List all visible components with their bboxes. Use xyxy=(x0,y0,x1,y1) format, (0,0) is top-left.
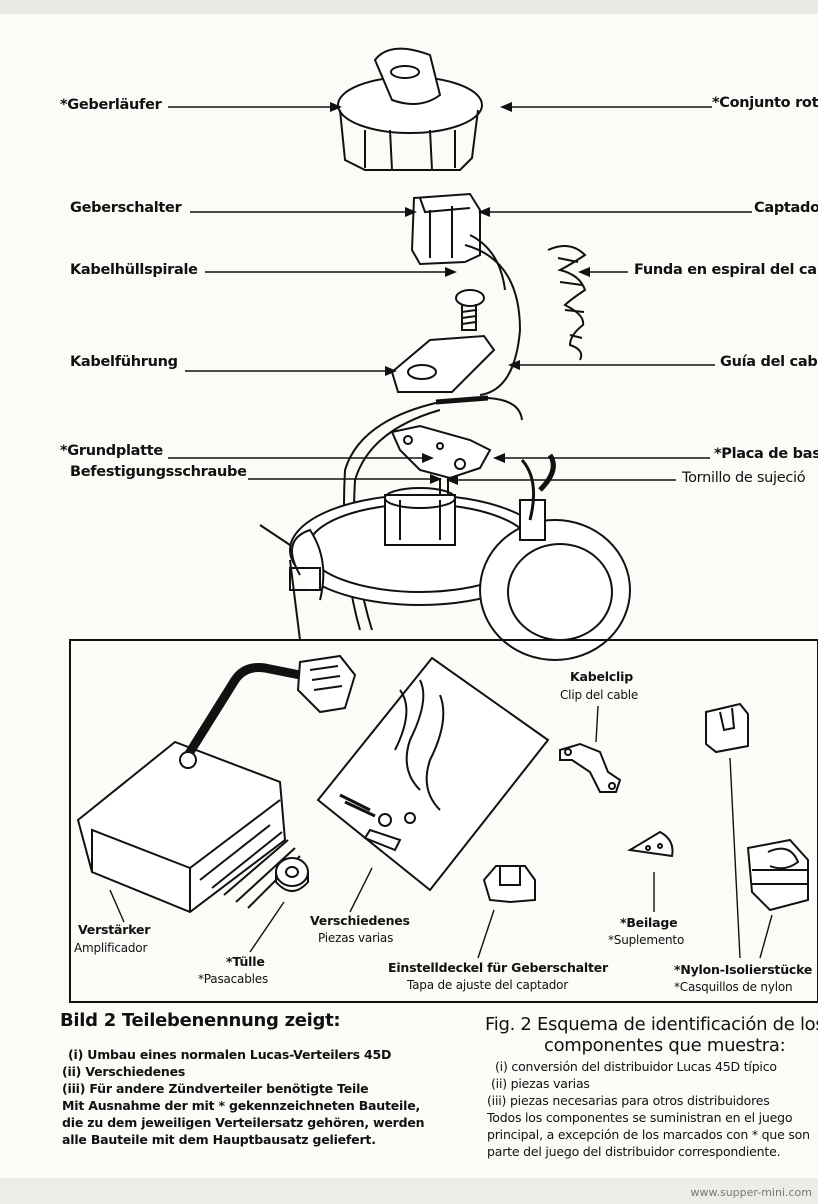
caption-de-line: (iii) Für andere Zündverteiler benötigte… xyxy=(62,1081,369,1096)
label-nylon-es: *Casquillos de nylon xyxy=(674,980,793,994)
caption-es-line: (ii) piezas varias xyxy=(491,1076,590,1091)
label-amplifier-de: Verstärker xyxy=(78,922,151,937)
caption-de-title: Bild 2 Teilebenennung zeigt: xyxy=(60,1010,341,1031)
label-baseplate-es: *Placa de bas xyxy=(714,446,818,462)
label-pickup-de: Geberschalter xyxy=(70,200,182,216)
label-spiral-es: Funda en espiral del cabl xyxy=(634,262,818,278)
watermark: www.supper-mini.com xyxy=(690,1186,813,1199)
scan-top-edge xyxy=(0,0,818,14)
label-grommet-de: *Tülle xyxy=(226,954,265,969)
shim-illustration xyxy=(627,830,674,858)
label-amplifier-es: Amplificador xyxy=(74,941,148,955)
amplifier-illustration xyxy=(76,654,357,914)
label-cover-es: Tapa de ajuste del captador xyxy=(407,978,569,992)
rotor-illustration xyxy=(337,47,483,171)
label-rotor-es: *Conjunto roto xyxy=(712,95,818,111)
label-spiral-de: Kabelhüllspirale xyxy=(70,262,198,278)
pickup-illustration xyxy=(410,192,522,396)
nylon-insulators-illustration xyxy=(705,702,809,912)
caption-de-line: (i) Umbau eines normalen Lucas-Verteiler… xyxy=(68,1047,392,1062)
caption-es-body: (i) conversión del distribuidor Lucas 45… xyxy=(487,1058,810,1160)
label-misc-es: Piezas varias xyxy=(318,931,394,945)
label-screw-de: Befestigungsschraube xyxy=(70,464,247,480)
label-shim-de: *Beilage xyxy=(620,915,678,930)
label-clip-es: Clip del cable xyxy=(560,688,639,702)
label-shim-es: *Suplemento xyxy=(608,933,685,947)
caption-de-body: (i) Umbau eines normalen Lucas-Verteiler… xyxy=(62,1046,425,1148)
caption-es-title-1: Fig. 2 Esquema de identificación de los xyxy=(485,1014,818,1035)
leader-arrowheads xyxy=(330,102,590,485)
caption-es-line: principal, a excepción de los marcados c… xyxy=(487,1127,810,1142)
caption-de-line: (ii) Verschiedenes xyxy=(62,1064,186,1079)
vacuum-unit-illustration xyxy=(479,453,631,661)
label-misc-de: Verschiedenes xyxy=(310,913,410,928)
caption-es-title-2: componentes que muestra: xyxy=(544,1035,786,1056)
label-grommet-es: *Pasacables xyxy=(198,972,268,986)
label-cover-de: Einstelldeckel für Geberschalter xyxy=(388,960,608,975)
label-guide-es: Guía del cabl xyxy=(720,354,818,370)
label-baseplate-de: *Grundplatte xyxy=(60,443,163,459)
screw-illustration xyxy=(455,289,485,331)
label-pickup-es: Captado xyxy=(754,200,818,216)
scan-bottom-edge xyxy=(0,1178,818,1204)
cable-clip-illustration xyxy=(559,742,622,793)
caption-es-line: (i) conversión del distribuidor Lucas 45… xyxy=(495,1059,777,1074)
grommet-illustration xyxy=(275,857,309,892)
baseplate-illustration xyxy=(390,424,492,480)
caption-es-line: parte del juego del distribuidor corresp… xyxy=(487,1144,781,1159)
parts-box xyxy=(69,639,818,1003)
caption-es-line: (iii) piezas necesarias para otros distr… xyxy=(487,1093,770,1108)
caption-es-line: Todos los componentes se suministran en … xyxy=(487,1110,793,1125)
misc-bag-illustration xyxy=(316,656,550,892)
caption-de-line: Mit Ausnahme der mit * gekennzeichneten … xyxy=(62,1098,421,1113)
label-clip-de: Kabelclip xyxy=(570,669,633,684)
label-nylon-de: *Nylon-Isolierstücke xyxy=(674,962,813,977)
label-guide-de: Kabelführung xyxy=(70,354,178,370)
leader-lines xyxy=(168,106,752,481)
parts-leader-lines xyxy=(109,705,773,959)
spiral-illustration xyxy=(547,245,587,361)
caption-de-line: die zu dem jeweiligen Verteilersatz gehö… xyxy=(62,1115,425,1130)
label-rotor-de: *Geberläufer xyxy=(60,97,162,113)
cable-guide-illustration xyxy=(390,334,496,393)
caption-de-line: alle Bauteile mit dem Hauptbausatz gelie… xyxy=(62,1132,376,1147)
label-screw-es: Tornillo de sujeció xyxy=(682,470,806,486)
adjust-cover-illustration xyxy=(482,865,536,904)
